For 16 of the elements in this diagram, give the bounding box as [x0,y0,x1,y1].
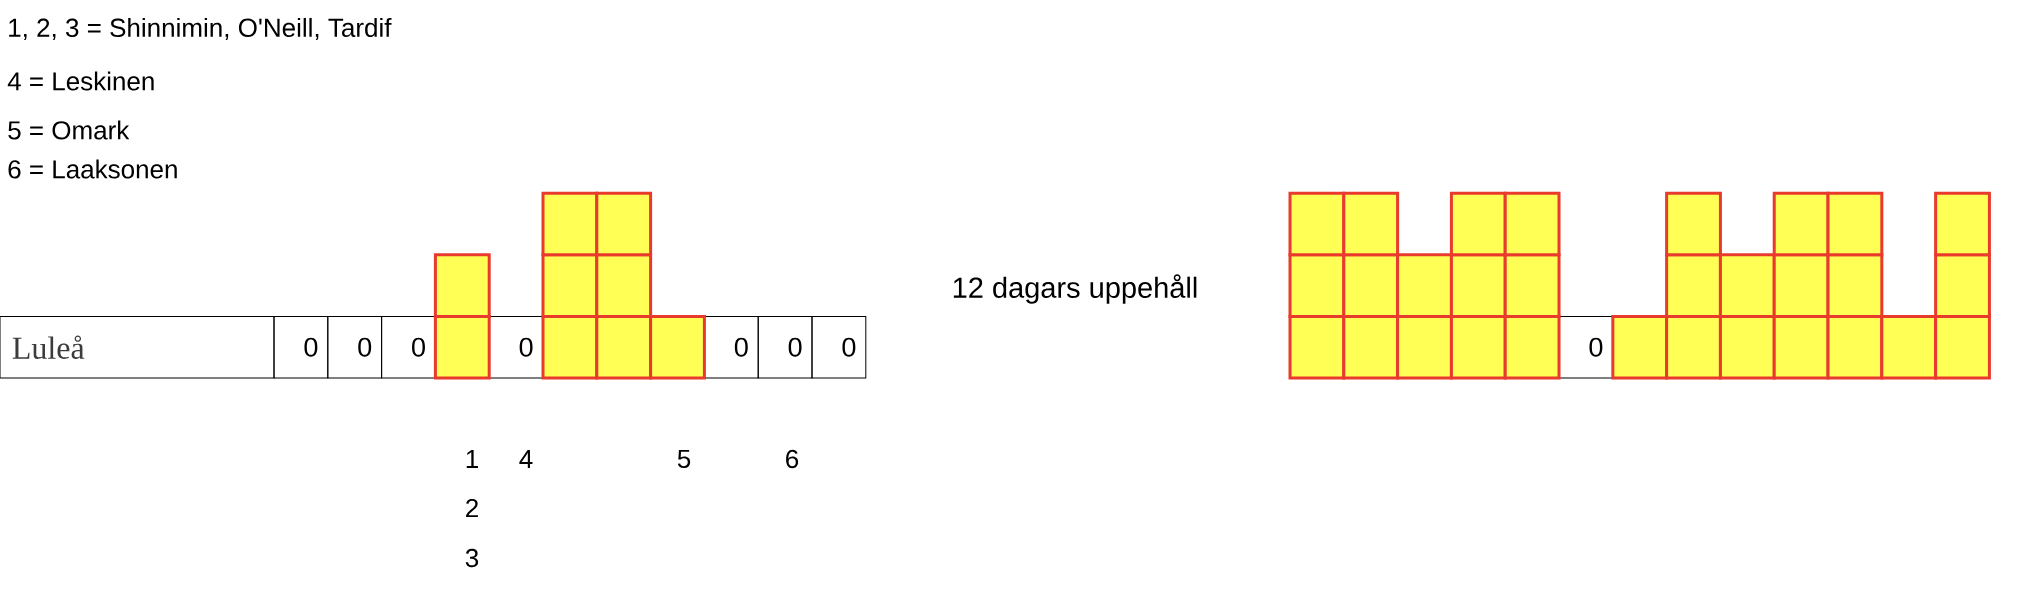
score-cell: 0 [327,315,383,379]
scorer-number: 1 [466,450,478,468]
scorer-number: 6 [786,449,799,469]
team-name-cell: Luleå [0,315,275,379]
note-text: 5 = Omark [8,120,130,140]
note-text: 6 = Laaksonen [8,159,177,179]
scorer-number: 3 [465,548,479,568]
note-text: 1, 2, 3 = Shinnimin, O'Neill, Tardif [9,17,392,41]
score-cell: 0 [757,315,813,379]
score-cell: 0 [811,315,867,379]
scorer-number: 2 [466,498,478,518]
score-cell: 0 [273,315,329,379]
gap-note: 12 dagars uppehåll [953,274,1197,304]
scorer-number: 4 [519,450,533,468]
note-text: 4 = Leskinen [7,71,154,91]
scorer-number: 5 [677,449,691,469]
